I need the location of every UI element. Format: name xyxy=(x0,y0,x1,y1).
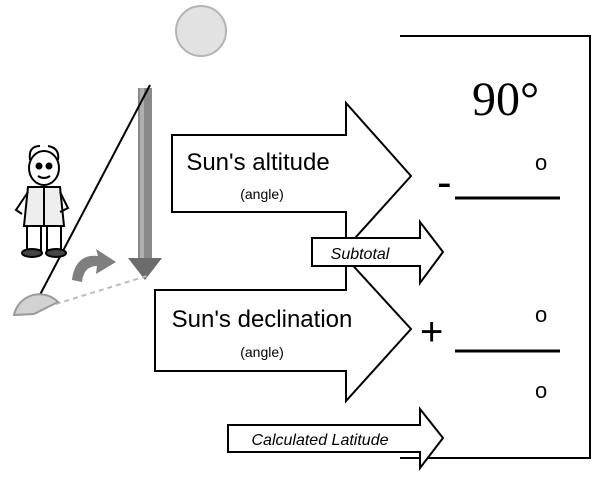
calculated-latitude-arrow: Calculated Latitude xyxy=(227,406,445,471)
vertical-pole xyxy=(128,88,162,280)
sun-altitude-label: Sun's altitude xyxy=(186,149,329,176)
value-90-degrees: 90° xyxy=(472,73,539,126)
observer-figure-icon xyxy=(14,145,70,258)
sun-declination-arrow: Sun's declination (angle) xyxy=(154,255,413,404)
altitude-degree-symbol: o xyxy=(535,150,547,175)
sun-altitude-arrow: Sun's altitude (angle) xyxy=(171,100,413,251)
angle-arrow-icon xyxy=(72,249,116,282)
protractor-icon xyxy=(12,293,60,317)
plus-sign: + xyxy=(420,310,443,354)
sun-declination-label: Sun's declination xyxy=(172,306,353,333)
sun-icon xyxy=(175,5,227,57)
minus-sign: - xyxy=(437,158,452,207)
subtotal-arrow: Subtotal xyxy=(311,219,445,287)
latitude-degree-symbol: o xyxy=(535,378,547,403)
declination-degree-symbol: o xyxy=(535,302,547,327)
subtotal-label: Subtotal xyxy=(331,246,390,263)
sun-altitude-sublabel: (angle) xyxy=(240,186,284,202)
sun-declination-sublabel: (angle) xyxy=(240,344,284,360)
calculated-latitude-label: Calculated Latitude xyxy=(252,432,389,449)
sight-line xyxy=(31,84,151,311)
